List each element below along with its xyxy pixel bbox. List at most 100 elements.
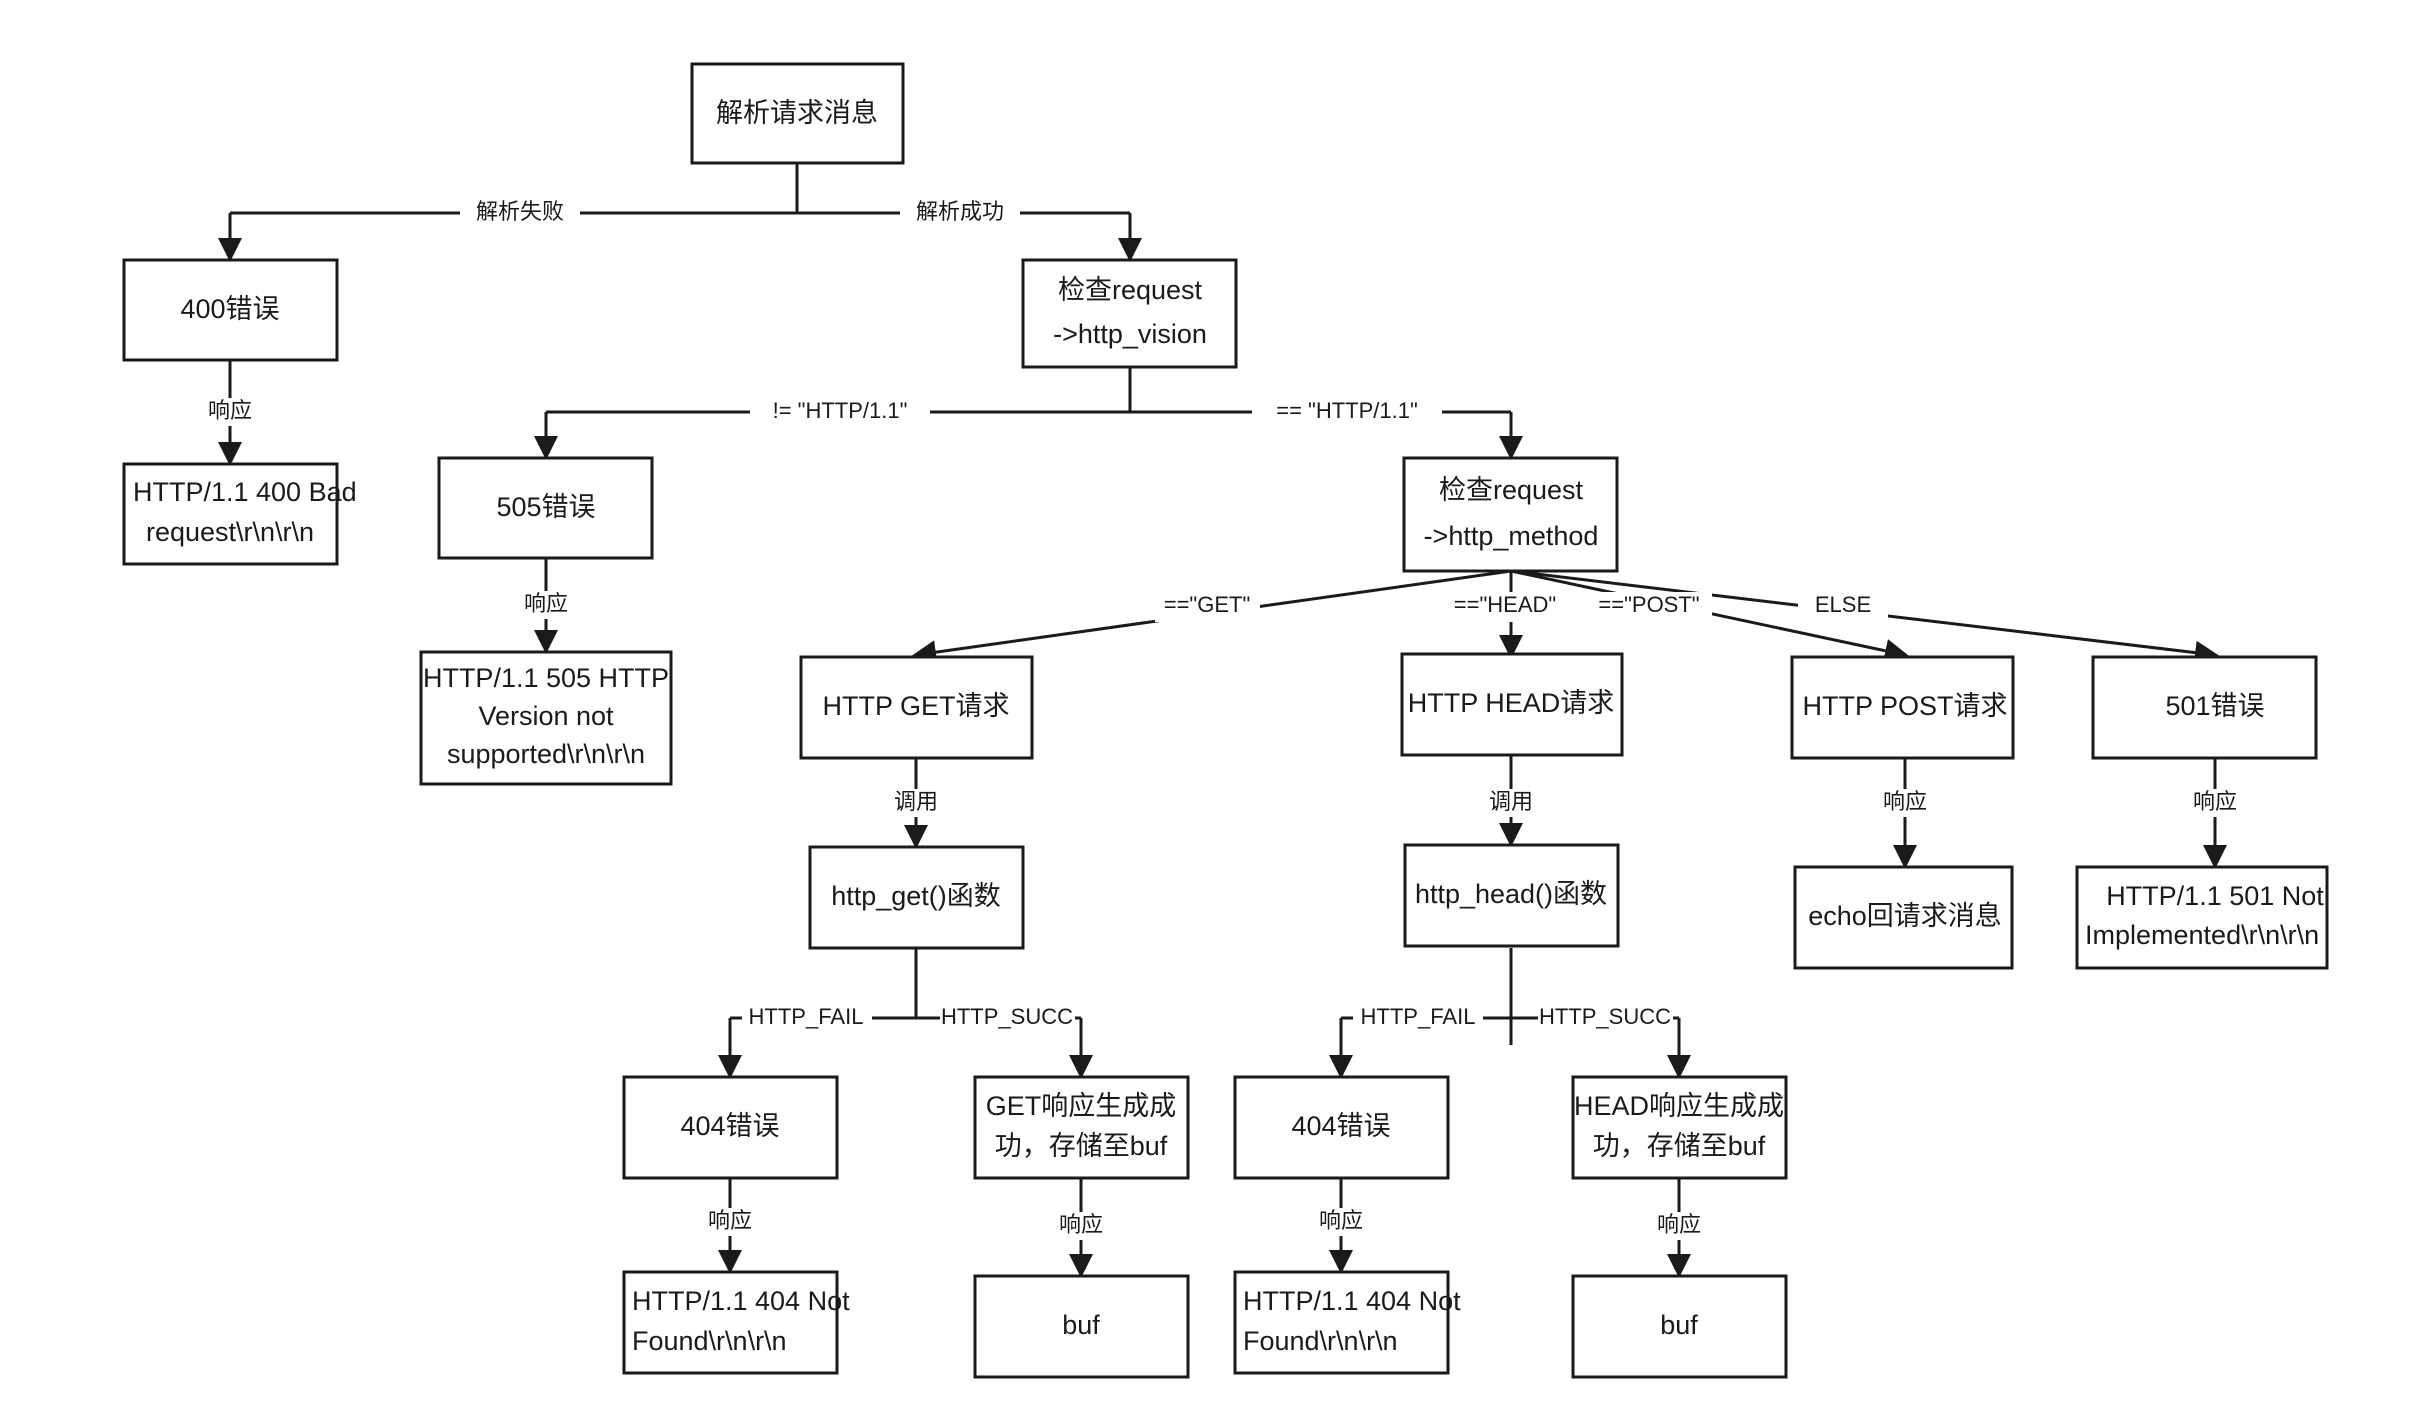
edge-label-call-get: 调用 bbox=[894, 789, 938, 814]
node-err505[interactable]: 505错误 bbox=[437, 456, 654, 560]
node-http-head-fn[interactable]: http_head()函数 bbox=[1403, 843, 1620, 948]
label-bg-resp-get404 bbox=[692, 1208, 770, 1236]
label-bg-version-eq bbox=[1252, 397, 1442, 427]
node-get-request[interactable]: HTTP GET请求 bbox=[799, 655, 1034, 760]
node-err400-label: 400错误 bbox=[180, 294, 279, 324]
edge-label-method-head: =="HEAD" bbox=[1454, 592, 1556, 617]
label-bg-version-ne bbox=[750, 397, 930, 427]
node-check-method-box[interactable] bbox=[1402, 456, 1619, 573]
label-bg-parse-fail bbox=[460, 198, 580, 228]
node-get-success-line2: 功，存储至buf bbox=[995, 1131, 1168, 1161]
node-parse-request-box[interactable] bbox=[690, 62, 905, 165]
edge-label-version-ne: != "HTTP/1.1" bbox=[773, 398, 908, 423]
node-get-success[interactable]: GET响应生成成 功，存储至buf bbox=[973, 1075, 1190, 1180]
node-post-request[interactable]: HTTP POST请求 bbox=[1790, 655, 2015, 760]
node-err501[interactable]: 501错误 bbox=[2091, 655, 2318, 760]
node-get-resp404[interactable]: HTTP/1.1 404 Not Found\r\n\r\n bbox=[622, 1270, 850, 1375]
node-check-vision-line1: 检查request bbox=[1058, 275, 1203, 305]
node-head-request[interactable]: HTTP HEAD请求 bbox=[1400, 652, 1624, 757]
node-get-buf-box[interactable] bbox=[973, 1274, 1190, 1379]
node-head-request-label: HTTP HEAD请求 bbox=[1408, 688, 1615, 718]
edge-label-resp-getbuf: 响应 bbox=[1059, 1212, 1103, 1237]
node-post-request-box[interactable] bbox=[1790, 655, 2015, 760]
node-get-resp404-box[interactable] bbox=[622, 1270, 839, 1375]
node-http-head-fn-box[interactable] bbox=[1403, 843, 1620, 948]
node-resp400-box[interactable] bbox=[122, 462, 339, 566]
label-bg-method-else bbox=[1798, 592, 1888, 622]
node-get-buf-label: buf bbox=[1062, 1310, 1100, 1340]
label-bg-resp-post bbox=[1865, 789, 1945, 817]
node-get-request-label: HTTP GET请求 bbox=[822, 691, 1009, 721]
node-check-method-line2: ->http_method bbox=[1424, 521, 1599, 551]
edge-label-resp-post: 响应 bbox=[1883, 789, 1927, 814]
node-head-err404-label: 404错误 bbox=[1291, 1111, 1390, 1141]
node-http-get-fn-box[interactable] bbox=[808, 845, 1025, 950]
label-bg-get-succ bbox=[940, 1004, 1075, 1032]
edge-label-method-else: ELSE bbox=[1815, 592, 1871, 617]
label-bg-call-head bbox=[1471, 789, 1551, 817]
node-get-success-line1: GET响应生成成 bbox=[986, 1091, 1177, 1121]
edge-label-head-fail: HTTP_FAIL bbox=[1361, 1004, 1476, 1029]
node-resp501[interactable]: HTTP/1.1 501 Not Implemented\r\n\r\n bbox=[2075, 865, 2329, 970]
node-head-request-box[interactable] bbox=[1400, 652, 1624, 757]
node-head-buf-box[interactable] bbox=[1571, 1274, 1788, 1379]
node-resp400[interactable]: HTTP/1.1 400 Bad request\r\n\r\n bbox=[122, 462, 357, 566]
nodes-layer: 解析请求消息 400错误 HTTP/1.1 400 Bad request\r\… bbox=[122, 62, 2329, 1379]
node-head-resp404-box[interactable] bbox=[1233, 1270, 1450, 1375]
edge-label-version-eq: == "HTTP/1.1" bbox=[1276, 398, 1418, 423]
node-echo-message-box[interactable] bbox=[1793, 865, 2014, 970]
node-check-vision[interactable]: 检查request ->http_vision bbox=[1021, 258, 1238, 369]
node-resp501-line2: Implemented\r\n\r\n bbox=[2085, 920, 2319, 950]
node-resp505-box[interactable] bbox=[419, 650, 673, 786]
node-get-resp404-line2: Found\r\n\r\n bbox=[632, 1326, 787, 1356]
edge-label-get-succ: HTTP_SUCC bbox=[941, 1004, 1073, 1029]
node-head-success-box[interactable] bbox=[1571, 1075, 1788, 1180]
label-bg-resp-501 bbox=[2175, 789, 2255, 817]
node-head-buf-label: buf bbox=[1660, 1310, 1698, 1340]
node-resp400-line2: request\r\n\r\n bbox=[146, 517, 314, 547]
edge-labels-layer: 解析失败 解析成功 响应 != "HTTP/1.1" == "HTTP/1.1"… bbox=[190, 198, 2255, 1240]
label-bg-parse-succ bbox=[900, 198, 1020, 228]
node-check-method-line1: 检查request bbox=[1439, 475, 1584, 505]
node-head-success[interactable]: HEAD响应生成成 功，存储至buf bbox=[1571, 1075, 1788, 1180]
node-get-success-box[interactable] bbox=[973, 1075, 1190, 1180]
node-get-err404-label: 404错误 bbox=[680, 1111, 779, 1141]
node-head-err404[interactable]: 404错误 bbox=[1233, 1075, 1450, 1180]
edge-label-parse-fail: 解析失败 bbox=[476, 199, 564, 224]
edge-label-resp-505: 响应 bbox=[524, 591, 568, 616]
node-check-vision-box[interactable] bbox=[1021, 258, 1238, 369]
node-err505-box[interactable] bbox=[437, 456, 654, 560]
edge-label-parse-succ: 解析成功 bbox=[916, 199, 1004, 224]
node-resp505-line2: Version not bbox=[478, 701, 614, 731]
node-err400[interactable]: 400错误 bbox=[122, 258, 339, 362]
node-get-err404[interactable]: 404错误 bbox=[622, 1075, 839, 1180]
node-get-request-box[interactable] bbox=[799, 655, 1034, 760]
node-get-err404-box[interactable] bbox=[622, 1075, 839, 1180]
edge-label-resp-headbuf: 响应 bbox=[1657, 1212, 1701, 1237]
node-resp501-box[interactable] bbox=[2075, 865, 2329, 970]
label-bg-resp-head404 bbox=[1303, 1208, 1381, 1236]
node-head-err404-box[interactable] bbox=[1233, 1075, 1450, 1180]
node-echo-message[interactable]: echo回请求消息 bbox=[1793, 865, 2014, 970]
node-http-get-fn[interactable]: http_get()函数 bbox=[808, 845, 1025, 950]
node-resp505-line3: supported\r\n\r\n bbox=[447, 739, 645, 769]
node-head-buf[interactable]: buf bbox=[1571, 1274, 1788, 1379]
edge-label-get-fail: HTTP_FAIL bbox=[749, 1004, 864, 1029]
node-check-method[interactable]: 检查request ->http_method bbox=[1402, 456, 1619, 573]
node-err501-box[interactable] bbox=[2091, 655, 2318, 760]
node-err400-box[interactable] bbox=[122, 258, 339, 362]
label-bg-head-fail bbox=[1353, 1004, 1483, 1032]
label-bg-head-succ bbox=[1538, 1004, 1673, 1032]
node-err501-label: 501错误 bbox=[2165, 691, 2264, 721]
label-bg-method-post bbox=[1587, 592, 1712, 622]
label-bg-resp-400 bbox=[190, 398, 270, 426]
node-resp505[interactable]: HTTP/1.1 505 HTTP Version not supported\… bbox=[419, 650, 673, 786]
label-bg-resp-headbuf bbox=[1641, 1212, 1719, 1240]
node-get-buf[interactable]: buf bbox=[973, 1274, 1190, 1379]
label-bg-resp-505 bbox=[508, 591, 588, 619]
node-head-resp404[interactable]: HTTP/1.1 404 Not Found\r\n\r\n bbox=[1233, 1270, 1461, 1375]
node-parse-request[interactable]: 解析请求消息 bbox=[690, 62, 905, 165]
edge-label-resp-501: 响应 bbox=[2193, 789, 2237, 814]
